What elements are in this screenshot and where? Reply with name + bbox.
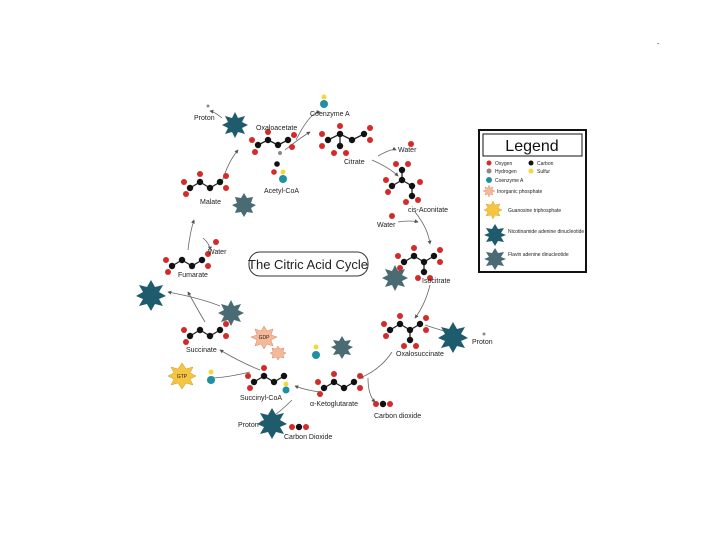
legend-entry-gtp: Guanosine triphosphate	[508, 208, 561, 214]
nad-burst-icon	[232, 193, 256, 217]
oxalosuccinate-molecule: Oxalosuccinate	[381, 313, 444, 358]
cis-aconitate-label: cis-Aconitate	[408, 207, 448, 214]
alpha-ketoglutarate-label: α-Ketoglutarate	[310, 401, 358, 408]
succinate-label: Succinate	[186, 347, 217, 354]
fad-burst-icon	[136, 280, 166, 311]
legend-title: Legend	[505, 138, 558, 155]
nad-burst-icon	[438, 322, 468, 353]
oxaloacetate-molecule: Oxaloacetate	[249, 125, 297, 155]
proton-label-1: Proton	[472, 339, 493, 346]
carbon-dioxide-label-2: Carbon Dioxide	[284, 434, 332, 441]
legend-entry-carbon: Carbon	[537, 161, 554, 167]
gdp-label: GDP	[259, 335, 271, 341]
coenzyme-a-label: Coenzyme A	[310, 111, 350, 118]
diagram-title-text: The Citric Acid Cycle	[248, 257, 368, 272]
carbon-icon	[528, 160, 534, 166]
proton-top: Proton	[194, 104, 215, 122]
citrate-molecule: Citrate	[319, 123, 373, 166]
gtp-label: GTP	[177, 374, 188, 380]
proton-right: Proton	[472, 332, 493, 346]
hydrogen-icon	[486, 168, 492, 174]
fad-burst-icon	[484, 248, 506, 270]
gdp-group: GDP	[250, 325, 287, 361]
legend-entry-hydrogen: Hydrogen	[495, 169, 517, 175]
citrate-label: Citrate	[344, 159, 365, 166]
malate-label: Malate	[200, 199, 221, 206]
oxaloacetate-label: Oxaloacetate	[256, 125, 297, 132]
gtp-group: GTP	[167, 362, 215, 390]
cycle-arrows	[167, 109, 449, 421]
legend-entry-nad: Nicotinamide adenine dinucleotide	[508, 229, 584, 235]
water-molecule-1: Water	[398, 141, 417, 154]
succinate-molecule: Succinate	[181, 321, 229, 354]
nad-burst-icon	[484, 224, 506, 246]
nad-burst-icon	[257, 408, 287, 439]
carbon-dioxide-label-1: Carbon dioxide	[374, 413, 421, 420]
oxalosuccinate-label: Oxalosuccinate	[396, 351, 444, 358]
diagram-title: The Citric Acid Cycle	[248, 251, 369, 277]
water-label-2: Water	[377, 222, 396, 229]
water-molecule-3: Water	[208, 239, 227, 256]
legend-panel: Legend Oxygen Carbon Hydrogen Sulfur Coe…	[478, 129, 587, 273]
fumarate-label: Fumarate	[178, 272, 208, 279]
oxygen-icon	[486, 160, 492, 166]
coenzyme-a-icon	[486, 177, 492, 183]
coenzyme-a-molecule-2	[312, 344, 320, 359]
legend-entry-sulfur: Sulfur	[537, 169, 550, 175]
hydrogen-atom	[206, 104, 210, 108]
fad-burst-icon	[218, 300, 244, 326]
water-label-3: Water	[208, 249, 227, 256]
water-label-1: Water	[398, 147, 417, 154]
carbon-dioxide-molecule-2: Carbon Dioxide	[284, 423, 332, 441]
coenzyme-a-molecule: Coenzyme A	[310, 94, 350, 118]
gtp-burst-icon	[167, 362, 197, 390]
malate-molecule: Malate	[181, 171, 229, 206]
acetyl-coa-molecule: Acetyl-CoA	[264, 161, 299, 195]
fumarate-molecule: Fumarate	[163, 251, 211, 279]
gtp-burst-icon	[483, 200, 503, 220]
sulfur-icon	[528, 168, 534, 174]
nad-burst-icon	[382, 265, 408, 291]
acetyl-coa-label: Acetyl-CoA	[264, 188, 299, 195]
legend-entry-fad: Flavin adenine dinucleotide	[508, 252, 569, 258]
succinyl-coa-label: Succinyl-CoA	[240, 395, 282, 402]
alpha-ketoglutarate-molecule: α-Ketoglutarate	[310, 371, 363, 408]
legend-entry-coenzyme-a: Coenzyme A	[495, 178, 524, 184]
cis-aconitate-molecule: cis-Aconitate	[383, 161, 448, 214]
gdp-burst-icon	[250, 325, 278, 350]
phosphate-burst-icon	[269, 345, 287, 361]
legend-entry-oxygen: Oxygen	[495, 161, 512, 167]
isocitrate-label: Isocitrate	[422, 278, 451, 285]
nad-burst-icon	[331, 336, 353, 359]
phosphate-burst-icon	[482, 184, 496, 198]
legend-entry-phosphate: Inorganic phosphate	[497, 189, 543, 195]
proton-label-2: Proton	[238, 422, 259, 429]
water-molecule-2: Water	[377, 213, 396, 229]
carbon-dioxide-molecule-1: Carbon dioxide	[373, 400, 421, 420]
succinyl-coa-molecule: Succinyl-CoA	[240, 365, 290, 402]
isocitrate-molecule: Isocitrate	[395, 245, 451, 285]
page-mark: -	[657, 41, 660, 48]
nad-burst-icon	[222, 112, 248, 138]
proton-label-top: Proton	[194, 115, 215, 122]
